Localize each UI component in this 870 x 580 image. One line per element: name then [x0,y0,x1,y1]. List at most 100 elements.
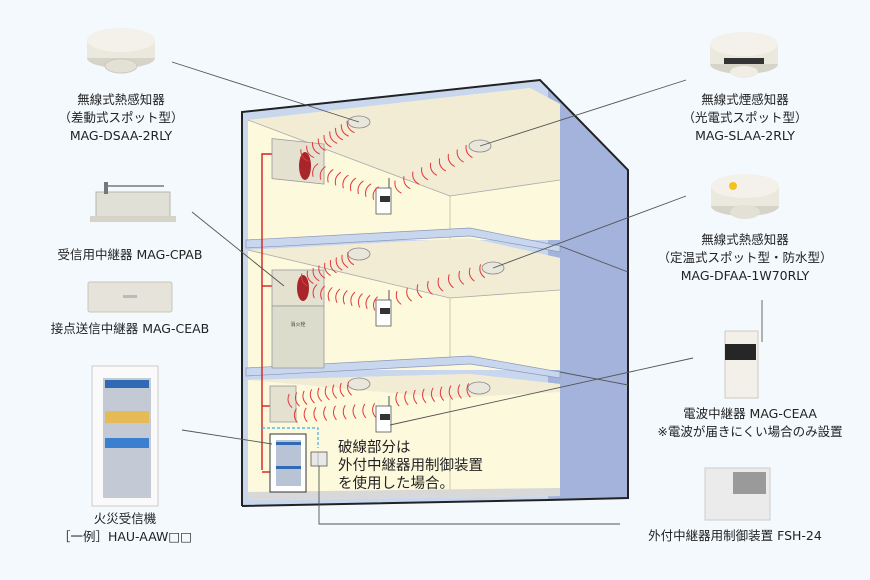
wave-arc [347,252,355,266]
wave-arc [342,404,347,420]
interior-devices: 消火栓 [269,115,505,493]
wave-arc [349,177,357,192]
product-external-controller [704,467,771,521]
leader-line [181,429,273,445]
wave-arc [346,120,355,134]
wave-arc [327,168,334,183]
transmitter-plate [269,385,297,423]
wave-arc [300,149,309,162]
label-heat-detector-diff: 無線式熱感知器 （差動式スポット型） MAG-DSAA-2RLY [56,91,186,145]
fire-panel-icon [269,433,307,493]
wave-arc [302,390,308,405]
wave-arc [301,273,308,287]
wave-arc [317,387,323,402]
wave-arc [287,393,293,409]
wave-arc [350,291,356,307]
label-line: MAG-SLAA-2RLY [695,128,795,143]
leader-line [191,211,285,287]
label-line: （光電式スポット型） [682,110,808,125]
alarm-bell-icon [299,152,311,180]
wave-arc [422,388,427,404]
ceiling [248,238,560,298]
wave-arc [339,382,345,398]
label-line: （定温式スポット型・防水型） [657,250,833,265]
dashed-note: 破線部分は 外付中継器用制御装置 を使用した場合。 [338,439,483,492]
wave-arc [457,384,462,399]
wave-arc [342,174,349,189]
building-side-face [540,80,628,500]
wave-arc [413,389,418,405]
wave-arc [332,384,338,399]
wave-arc [327,287,333,302]
wave-arc [309,389,315,404]
wave-arc [317,138,326,151]
label-line: 外付中継器用制御装置 FSH-24 [648,528,822,543]
product-heat-detector-fixed [711,174,779,219]
wave-arc [352,404,357,419]
wave-arc [447,274,454,289]
product-smoke-detector [710,32,778,78]
wave-arc [458,270,465,285]
leader-line [492,195,687,269]
label-external-controller: 外付中継器用制御装置 FSH-24 [630,527,840,545]
leader-line [389,357,694,426]
label-line: MAG-DFAA-1W70RLY [680,268,810,283]
wave-arc [448,385,454,400]
label-contact-relay: 接点送信中継器 MAG-CEAB [32,320,228,338]
hydrant-box [271,305,325,369]
product-radio-relay [724,300,763,399]
leader-line [559,371,629,386]
label-line: 接点送信中継器 MAG-CEAB [50,321,210,336]
wave-arc [406,287,413,302]
wave-arc [466,383,471,398]
product-receiver-relay [90,182,176,222]
label-line: 受信用中継器 MAG-CPAB [57,247,203,262]
ceiling-detector-icon [347,247,371,261]
label-line: 無線式熱感知器 [701,232,789,247]
label-line: （差動式スポット型） [58,110,184,125]
label-line: 火災受信機 [93,511,157,526]
wave-arc [324,385,330,401]
label-heat-detector-fixed: 無線式熱感知器 （定温式スポット型・防水型） MAG-DFAA-1W70RLY [650,231,840,285]
wave-arc [312,268,320,282]
wave-arc [395,392,400,407]
wave-arc [438,158,447,172]
wave-arc [465,144,473,159]
wave-arc [347,381,353,396]
wave-arc [430,387,436,403]
wave-arc [439,386,445,401]
wave-arc [456,149,464,163]
product-fire-panel [91,365,159,507]
alarm-bell-icon [297,275,309,301]
transmitter-plate [271,138,325,185]
wave-arc [313,406,318,422]
wave-arc [342,290,348,305]
wireless-waves [287,120,486,423]
label-line: ［一例］HAU-AAW□□ [57,529,193,544]
wave-arc [395,290,402,305]
wave-arc [357,293,363,308]
wave-arc [306,145,315,159]
wave-arc [468,267,475,282]
wave-arc [312,163,319,177]
panel-wiring [261,153,272,473]
building [241,78,629,507]
leader-line [171,61,360,123]
leader-line [559,245,629,273]
wave-arc [372,186,379,200]
wave-arc [340,124,349,137]
wave-arc [306,270,314,284]
room-floor-1 [248,374,560,500]
radio-relay-icon [375,178,392,215]
wave-arc [421,167,429,181]
ceiling-detector-icon [347,377,371,391]
label-radio-relay: 電波中継器 MAG-CEAA ※電波が届きにくい場合のみ設置 [650,405,850,441]
room-floor-3 [245,88,561,253]
wave-arc [403,176,411,190]
wave-arc [362,403,367,419]
wave-arc [335,257,343,271]
wave-arc [294,392,300,407]
radio-relay-icon [375,396,392,433]
wave-arc [335,127,344,141]
